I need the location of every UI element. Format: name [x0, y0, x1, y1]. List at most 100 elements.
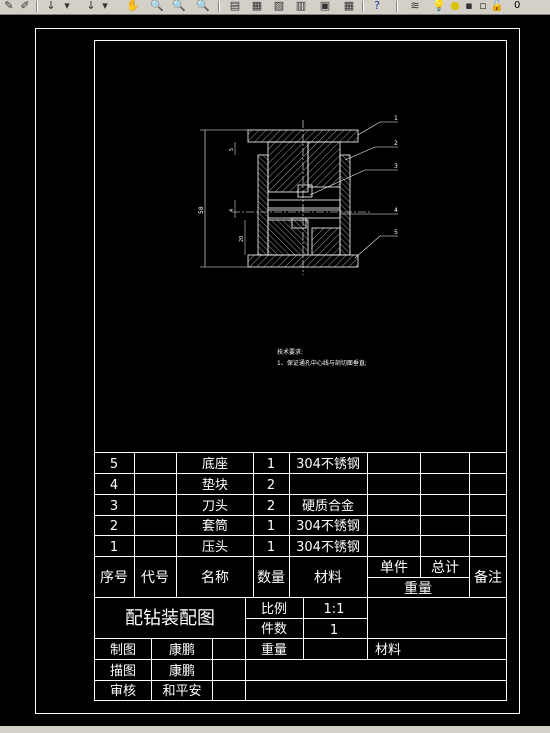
bom-qty: 1 [267, 540, 275, 555]
tech-notes-line-1: 1、保证通孔中心线与剖切面垂直; [277, 359, 367, 367]
dim-bottom-text: 20 [239, 236, 245, 242]
inner-border [94, 40, 507, 701]
toolbar-separator [36, 1, 38, 12]
checked-label: 审核 [110, 684, 136, 699]
undo-arrow-down-icon[interactable]: ↓ [46, 0, 56, 12]
scale-value: 1:1 [324, 602, 345, 617]
material-label: 材料 [375, 643, 401, 658]
drawn-by: 康鹏 [169, 642, 195, 658]
layers-icon[interactable]: ≋ [410, 0, 420, 12]
properties-icon[interactable]: ▤ [229, 0, 241, 12]
leader-line-5 [354, 235, 398, 259]
bom-name: 套筒 [202, 518, 228, 534]
sleeve-right-wall [339, 154, 351, 256]
traced-label: 描图 [110, 664, 136, 679]
header-name: 名称 [201, 570, 229, 586]
checked-by: 和平安 [162, 684, 201, 699]
part-label-1: 1 [394, 115, 398, 122]
bom-qty: 1 [267, 519, 275, 534]
toolbar-separator [362, 1, 364, 12]
bom-no: 2 [110, 519, 118, 534]
spacer-block-upper [267, 199, 341, 209]
lock-icon[interactable]: 🔓 [490, 0, 504, 12]
bom-qty: 1 [267, 457, 275, 472]
bom-name: 底座 [202, 456, 228, 472]
part-label-5: 5 [394, 229, 398, 236]
bom-name: 压头 [202, 540, 228, 555]
toolbar-separator [396, 1, 398, 12]
weight-label: 重量 [261, 642, 287, 658]
header-total: 总计 [431, 560, 459, 576]
undo-dropdown-icon[interactable]: ▾ [64, 0, 70, 12]
zoom-window-icon[interactable]: 🔍 [172, 0, 186, 12]
redo-dropdown-icon[interactable]: ▾ [102, 0, 108, 12]
bom-qty: 2 [267, 478, 275, 493]
drawing-svg: 58 5 4 20 1 2 3 4 5 技术要求: 1、保证通孔中心线与剖切面垂… [35, 28, 520, 714]
bom-material: 304不锈钢 [296, 519, 360, 534]
redo-arrow-down-icon[interactable]: ↓ [86, 0, 96, 12]
bom-material: 304不锈钢 [296, 540, 360, 555]
assembly-section-view[interactable]: 58 5 4 20 1 2 3 4 5 [198, 115, 398, 275]
color-square-icon[interactable]: ▫ [479, 0, 487, 12]
layer-name[interactable]: 0 [514, 0, 521, 11]
help-icon[interactable]: ? [374, 0, 380, 12]
dim-mid-text: 4 [229, 209, 235, 212]
bom-row[interactable]: 2 套筒 1 304不锈钢 [110, 518, 360, 534]
drawn-label: 制图 [110, 643, 136, 658]
hand-pan-icon[interactable]: ✋ [126, 0, 140, 12]
scale-label: 比例 [261, 602, 287, 617]
dim-top-text: 5 [229, 148, 235, 151]
bom-row[interactable]: 3 刀头 2 硬质合金 [110, 498, 354, 514]
zoom-realtime-icon[interactable]: 🔍 [150, 0, 164, 12]
bom-table [94, 452, 507, 598]
traced-by: 康鹏 [169, 663, 195, 679]
calculator-icon[interactable]: ▦ [343, 0, 355, 12]
outer-border [35, 28, 520, 714]
header-qty: 数量 [257, 570, 285, 586]
header-weight: 重量 [404, 581, 432, 597]
leader-line-3 [309, 169, 398, 196]
zoom-previous-icon[interactable]: 🔍 [196, 0, 210, 12]
header-material: 材料 [314, 570, 342, 586]
freeze-icon[interactable]: ▪ [465, 0, 473, 12]
markup-icon[interactable]: ▣ [319, 0, 331, 12]
bom-row[interactable]: 1 压头 1 304不锈钢 [110, 540, 360, 555]
design-center-icon[interactable]: ▦ [251, 0, 263, 12]
sleeve-left-wall [257, 154, 269, 256]
leader-line-1 [357, 121, 398, 136]
sun-icon[interactable]: ● [450, 0, 460, 12]
bom-no: 1 [110, 540, 118, 555]
count-label: 件数 [261, 622, 287, 637]
base-inner-right [311, 227, 341, 256]
header-code: 代号 [141, 570, 169, 586]
pencil-icon[interactable]: ✎ [4, 0, 14, 12]
toolbar-separator [218, 1, 220, 12]
tool-palette-icon[interactable]: ▧ [273, 0, 285, 12]
count-value: 1 [330, 623, 338, 638]
tech-notes-title: 技术要求: [277, 348, 303, 356]
light-bulb-icon[interactable]: 💡 [432, 0, 446, 12]
sheet-set-icon[interactable]: ▥ [295, 0, 307, 12]
status-bar [0, 726, 550, 733]
bom-row[interactable]: 5 底座 1 304不锈钢 [110, 456, 360, 472]
press-head-stem [267, 141, 309, 193]
standard-toolbar: ✎ ✐ ↓ ▾ ↓ ▾ ✋ 🔍 🔍 🔍 ▤ ▦ ▧ ▥ ▣ ▦ ? ≋ 💡 ● … [0, 0, 550, 15]
bom-no: 5 [110, 457, 118, 472]
model-drawing-area[interactable]: 58 5 4 20 1 2 3 4 5 技术要求: 1、保证通孔中心线与剖切面垂… [0, 15, 550, 725]
match-properties-icon[interactable]: ✐ [20, 0, 30, 12]
bom-material: 硬质合金 [302, 498, 354, 514]
header-remark: 备注 [474, 569, 502, 586]
bom-header: 序号 代号 名称 数量 材料 单件 总计 重量 备注 [100, 560, 502, 597]
header-unit: 单件 [380, 560, 408, 576]
base-inner-left [267, 219, 309, 256]
bom-name: 刀头 [202, 499, 228, 514]
bom-name: 垫块 [202, 477, 228, 493]
bom-material: 304不锈钢 [296, 457, 360, 472]
title-block [94, 597, 507, 701]
bom-no: 4 [110, 478, 118, 493]
bom-no: 3 [110, 499, 118, 514]
sleeve-upper-block [307, 141, 341, 188]
drawing-title: 配钻装配图 [125, 608, 215, 629]
bom-row[interactable]: 4 垫块 2 [110, 477, 275, 493]
dim-height-text: 58 [198, 206, 205, 214]
